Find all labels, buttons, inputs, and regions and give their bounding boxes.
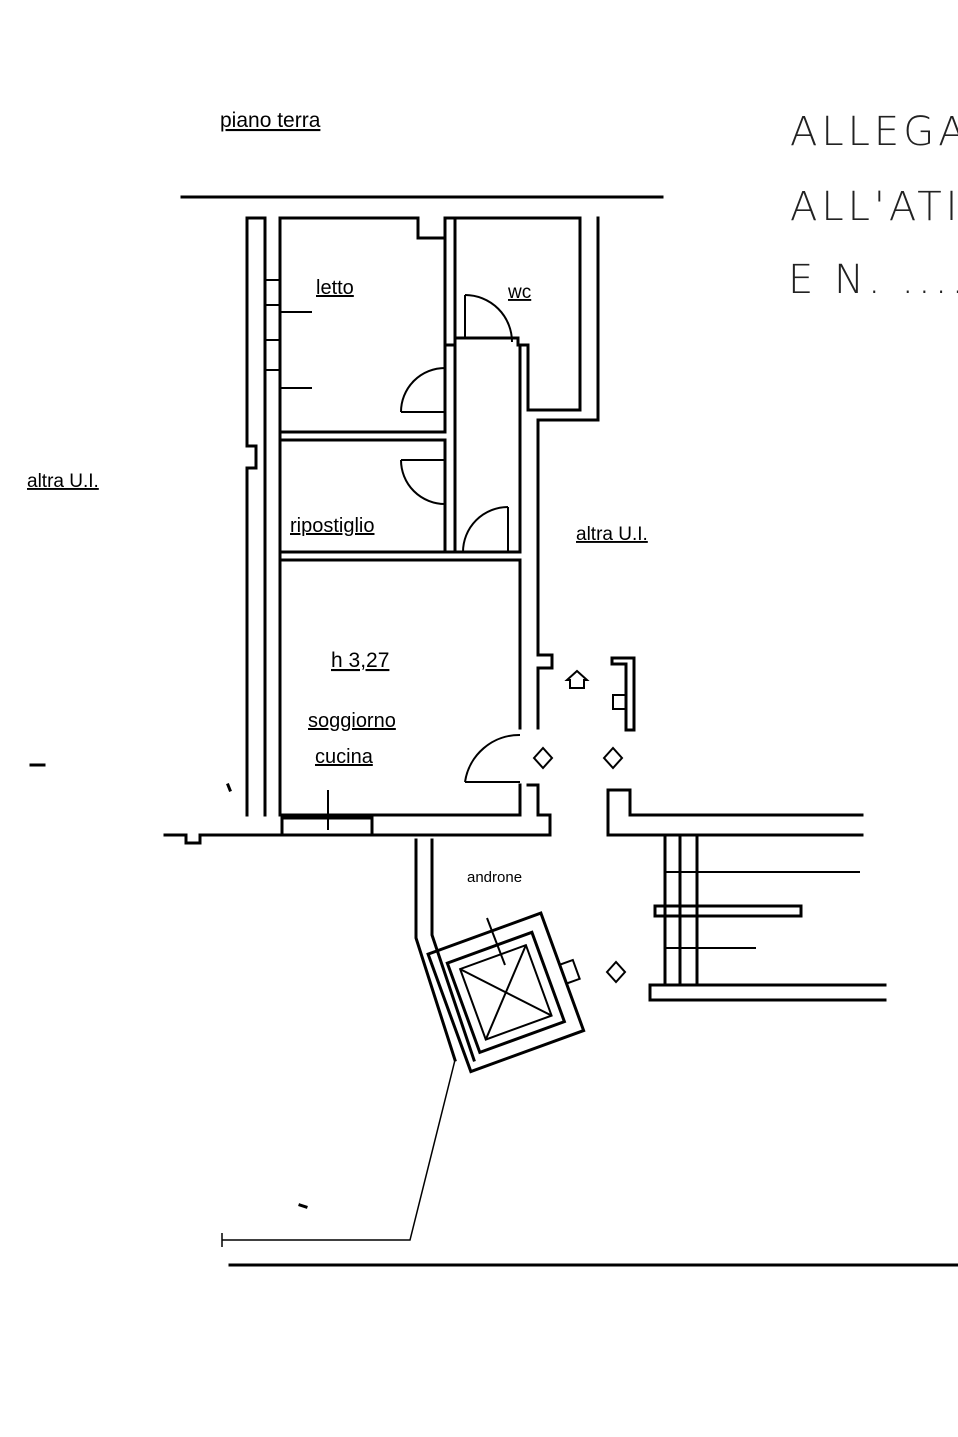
room-label-cucina: cucina bbox=[315, 746, 374, 768]
left-outer-wall bbox=[245, 216, 258, 817]
floor-label: piano terra bbox=[220, 109, 321, 132]
neighbor-label-left: altra U.I. bbox=[27, 471, 99, 492]
wall-line bbox=[430, 838, 476, 1062]
room-label-ripostiglio: ripostiglio bbox=[290, 515, 374, 537]
living-bottom-wall bbox=[278, 783, 522, 817]
right-wall-piece bbox=[606, 788, 864, 837]
room-label-letto: letto bbox=[316, 277, 354, 299]
pillar-detail bbox=[612, 694, 627, 710]
boundary-line bbox=[222, 1059, 456, 1241]
staircase bbox=[648, 833, 887, 1002]
street-wall bbox=[163, 816, 552, 845]
window-marks bbox=[265, 279, 312, 389]
room-label-soggiorno: soggiorno bbox=[308, 710, 396, 732]
wall-jog bbox=[536, 653, 554, 670]
stamp-line-3: E N. .....3 bbox=[788, 257, 958, 303]
direction-markers bbox=[532, 669, 627, 984]
wc-wall bbox=[443, 216, 582, 412]
stamp-line-1: ALLEGAT bbox=[790, 109, 958, 155]
corridor-wall bbox=[443, 336, 457, 434]
bedroom-wall bbox=[278, 216, 447, 434]
mark bbox=[226, 783, 232, 792]
elevator-tick bbox=[486, 917, 506, 966]
room-label-androne: androne bbox=[467, 869, 522, 886]
door-swings bbox=[400, 294, 521, 783]
stamp-line-2: ALL'ATIC bbox=[790, 184, 958, 230]
pillar bbox=[610, 656, 636, 732]
room-height-label: h 3,27 bbox=[331, 649, 389, 672]
androne-left-wall bbox=[414, 838, 457, 1062]
elevator bbox=[426, 911, 586, 1074]
wall-jog bbox=[526, 783, 552, 837]
neighbor-label-right: altra U.I. bbox=[576, 524, 648, 545]
room-label-wc: wc bbox=[507, 282, 531, 303]
mark bbox=[298, 1203, 308, 1209]
